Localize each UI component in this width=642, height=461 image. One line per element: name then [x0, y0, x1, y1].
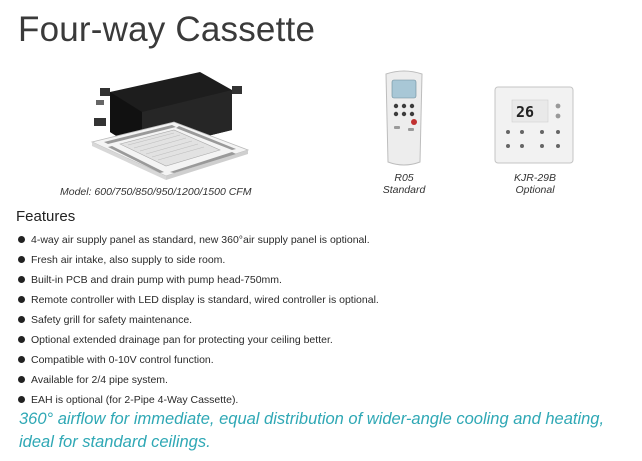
feature-item: 4-way air supply panel as standard, new … [18, 232, 379, 252]
bullet-icon [18, 356, 25, 363]
page-title: Four-way Cassette [18, 10, 316, 49]
bullet-icon [18, 336, 25, 343]
wired-controller-code: KJR-29B [513, 172, 556, 184]
feature-item: Optional extended drainage pan for prote… [18, 332, 379, 352]
bullet-icon [18, 396, 25, 403]
model-caption: Model: 600/750/850/950/1200/1500 CFM [60, 186, 252, 198]
feature-item: Fresh air intake, also supply to side ro… [18, 252, 379, 272]
bullet-icon [18, 236, 25, 243]
features-heading: Features [16, 208, 76, 225]
bullet-icon [18, 296, 25, 303]
bullet-icon [18, 256, 25, 263]
tagline: 360° airflow for immediate, equal distri… [19, 408, 639, 454]
cassette-unit-image [90, 72, 250, 180]
remote-controller-type: Standard [382, 184, 426, 196]
feature-item: Remote controller with LED display is st… [18, 292, 379, 312]
remote-controller-caption: R05 Standard [370, 172, 438, 196]
tagline-line-1: 360° airflow for immediate, equal distri… [19, 410, 605, 428]
feature-item: Compatible with 0-10V control function. [18, 352, 379, 372]
feature-item: Available for 2/4 pipe system. [18, 372, 379, 392]
feature-item: Safety grill for safety maintenance. [18, 312, 379, 332]
bullet-icon [18, 276, 25, 283]
feature-item: EAH is optional (for 2-Pipe 4-Way Casset… [18, 392, 379, 412]
remote-controller-image [385, 70, 423, 166]
features-list: 4-way air supply panel as standard, new … [18, 232, 379, 412]
bullet-icon [18, 376, 25, 383]
wired-controller-type: Optional [515, 184, 555, 196]
feature-item: Built-in PCB and drain pump with pump he… [18, 272, 379, 292]
wired-controller-caption: KJR-29B Optional [492, 172, 578, 196]
bullet-icon [18, 316, 25, 323]
wired-controller-image: 26 [494, 86, 574, 164]
tagline-line-2: ideal for standard ceilings. [19, 433, 211, 451]
remote-controller-code: R05 [394, 172, 414, 184]
wired-controller-temperature: 26 [516, 103, 534, 121]
